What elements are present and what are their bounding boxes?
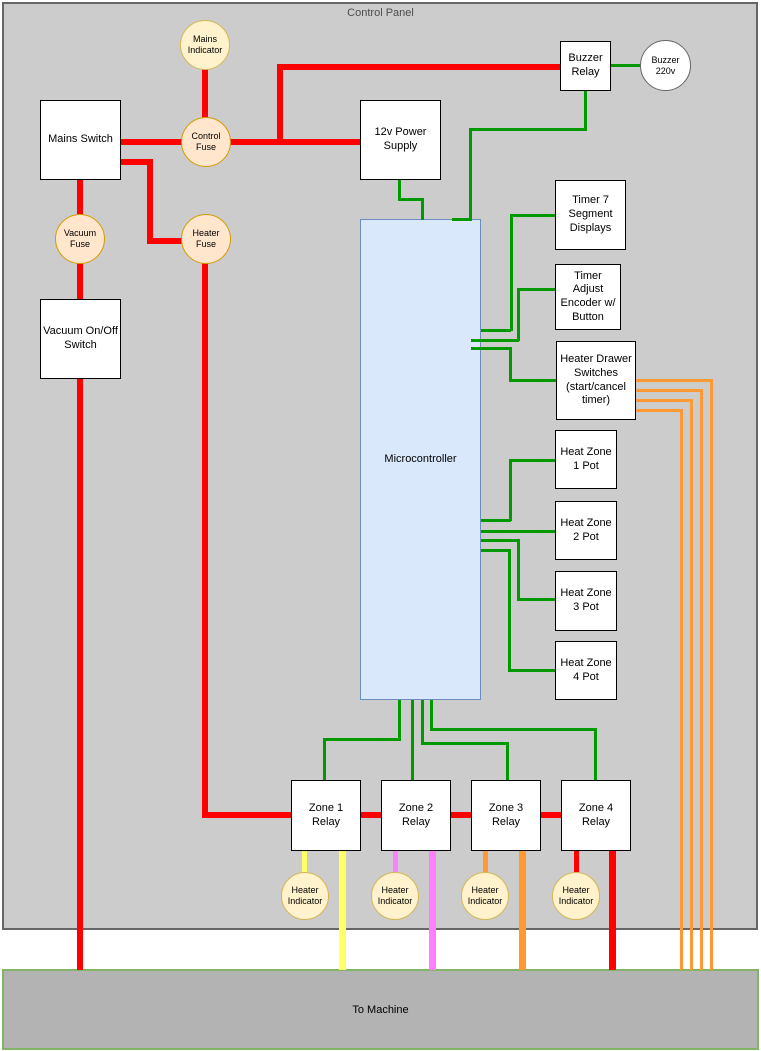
wire-segment [147, 159, 153, 244]
zone-3-relay-node: Zone 3 Relay [471, 780, 541, 851]
zone-1-relay-node: Zone 1 Relay [291, 780, 361, 851]
wire-segment [517, 288, 520, 341]
wire-segment [680, 409, 683, 970]
wire-segment [421, 198, 424, 220]
wire-segment [636, 389, 703, 392]
wire-segment [147, 238, 182, 244]
mains-indicator-node: Mains Indicator [180, 20, 230, 70]
to-machine-label: To Machine [352, 1003, 409, 1016]
to-machine-zone: To Machine [2, 969, 759, 1050]
heat-zone-4-pot-node: Heat Zone 4 Pot [555, 641, 617, 700]
zone-2-relay-node: Zone 2 Relay [381, 780, 451, 851]
wire-segment [508, 549, 511, 671]
wire-segment [517, 539, 520, 600]
zone-4-relay-node: Zone 4 Relay [561, 780, 631, 851]
wire-segment [393, 851, 398, 872]
wire-segment [481, 519, 511, 522]
power-supply-node: 12v Power Supply [360, 100, 441, 180]
wire-segment [430, 728, 597, 731]
wire-segment [690, 399, 693, 970]
wire-segment [509, 459, 556, 462]
wire-segment [509, 459, 512, 521]
wire-segment [594, 728, 597, 780]
wire-segment [411, 700, 414, 780]
wire-segment [636, 399, 693, 402]
wire-segment [710, 379, 713, 970]
wire-segment [361, 812, 381, 818]
heat-zone-3-pot-node: Heat Zone 3 Pot [555, 571, 617, 631]
heater-drawer-switches-node: Heater Drawer Switches (start/cancel tim… [556, 341, 636, 420]
heater-indicator-zone1: Heater Indicator [281, 872, 329, 920]
timer-encoder-node: Timer Adjust Encoder w/ Button [555, 264, 621, 330]
wire-segment [508, 669, 556, 672]
wire-segment [421, 700, 424, 745]
wire-segment [230, 139, 360, 145]
heater-fuse-node: Heater Fuse [181, 214, 231, 264]
wire-segment [541, 812, 561, 818]
wire-segment [519, 851, 526, 970]
vacuum-switch-node: Vacuum On/Off Switch [40, 299, 121, 379]
microcontroller-node: Microcontroller [360, 219, 481, 700]
wire-segment [398, 198, 424, 201]
wire-segment [398, 700, 401, 740]
wire-segment [509, 347, 512, 382]
wire-segment [481, 530, 556, 533]
mains-switch-node: Mains Switch [40, 100, 121, 180]
wire-segment [510, 214, 556, 217]
wire-segment [430, 700, 433, 730]
wire-segment [517, 288, 556, 291]
wire-segment [584, 91, 587, 129]
wire-segment [700, 389, 703, 970]
buzzer-relay-node: Buzzer Relay [560, 41, 611, 91]
wire-segment [398, 180, 401, 199]
wire-segment [323, 738, 326, 780]
wire-segment [483, 851, 488, 872]
buzzer-220v-node: Buzzer 220v [640, 40, 691, 91]
wire-segment [481, 539, 519, 542]
wire-segment [77, 379, 83, 970]
wire-segment [451, 812, 471, 818]
wire-segment [481, 549, 510, 552]
wire-segment [421, 742, 509, 745]
heat-zone-2-pot-node: Heat Zone 2 Pot [555, 501, 617, 560]
heater-indicator-zone4: Heater Indicator [552, 872, 600, 920]
wire-segment [323, 738, 401, 741]
wire-segment [509, 379, 556, 382]
wire-segment [202, 69, 208, 118]
wire-segment [609, 851, 616, 970]
heat-zone-1-pot-node: Heat Zone 1 Pot [555, 430, 617, 489]
wire-segment [574, 851, 579, 872]
wire-segment [471, 347, 512, 350]
wire-segment [481, 329, 511, 332]
wire-segment [429, 851, 436, 970]
wire-segment [469, 128, 587, 131]
wire-segment [471, 339, 519, 342]
vacuum-fuse-node: Vacuum Fuse [55, 214, 105, 264]
wire-segment [77, 263, 83, 299]
wire-segment [121, 139, 182, 145]
wire-segment [302, 851, 307, 872]
wire-segment [121, 159, 153, 165]
wire-segment [517, 598, 556, 601]
heater-indicator-zone3: Heater Indicator [461, 872, 509, 920]
wire-segment [611, 64, 640, 67]
wire-segment [506, 742, 509, 780]
diagram-title: Control Panel [347, 7, 414, 19]
wire-segment [339, 851, 346, 970]
wire-segment [636, 379, 713, 382]
heater-indicator-zone2: Heater Indicator [371, 872, 419, 920]
wire-segment [202, 263, 208, 818]
wire-segment [277, 64, 560, 70]
wire-segment [77, 180, 83, 216]
wire-segment [469, 128, 472, 220]
wire-segment [510, 214, 513, 331]
wire-segment [202, 812, 291, 818]
timer-displays-node: Timer 7 Segment Displays [555, 180, 626, 250]
wire-segment [277, 64, 283, 145]
wire-segment [452, 218, 472, 221]
wire-segment [636, 409, 683, 412]
control-fuse-node: Control Fuse [181, 117, 231, 167]
